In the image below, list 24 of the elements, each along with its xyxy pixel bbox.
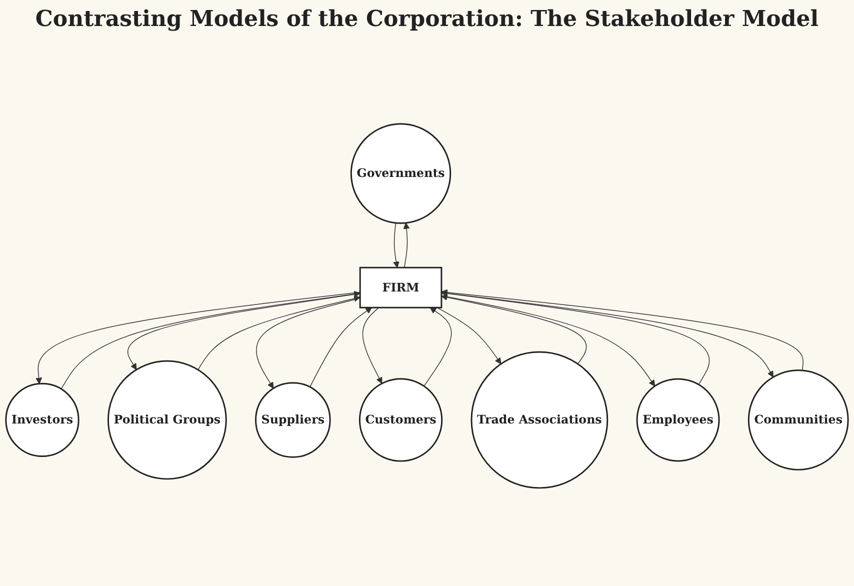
node-circle: Investors — [5, 382, 80, 458]
arrow — [441, 295, 656, 387]
arrow — [441, 294, 587, 364]
node-circle: Governments — [350, 123, 452, 224]
arrow — [441, 290, 710, 386]
arrow — [198, 295, 360, 370]
node-circle: Trade Associations — [470, 351, 608, 489]
arrow — [441, 292, 774, 378]
arrow — [393, 222, 400, 268]
arrow — [310, 307, 372, 388]
node-circle: Political Groups — [107, 360, 227, 480]
arrow — [403, 222, 410, 268]
node-circle: Customers — [358, 378, 443, 462]
arrow — [256, 298, 360, 389]
node-circle: Employees — [636, 378, 720, 462]
diagram-title: Contrasting Models of the Corporation: The Stakeholder Model — [34, 5, 820, 34]
arrow — [436, 307, 502, 364]
node-box: FIRM — [359, 266, 442, 308]
arrow — [127, 293, 360, 370]
node-circle: Suppliers — [255, 382, 331, 458]
node-circle: Communities — [748, 370, 849, 470]
arrow — [441, 289, 804, 371]
arrow — [362, 307, 382, 384]
arrow — [424, 307, 452, 387]
